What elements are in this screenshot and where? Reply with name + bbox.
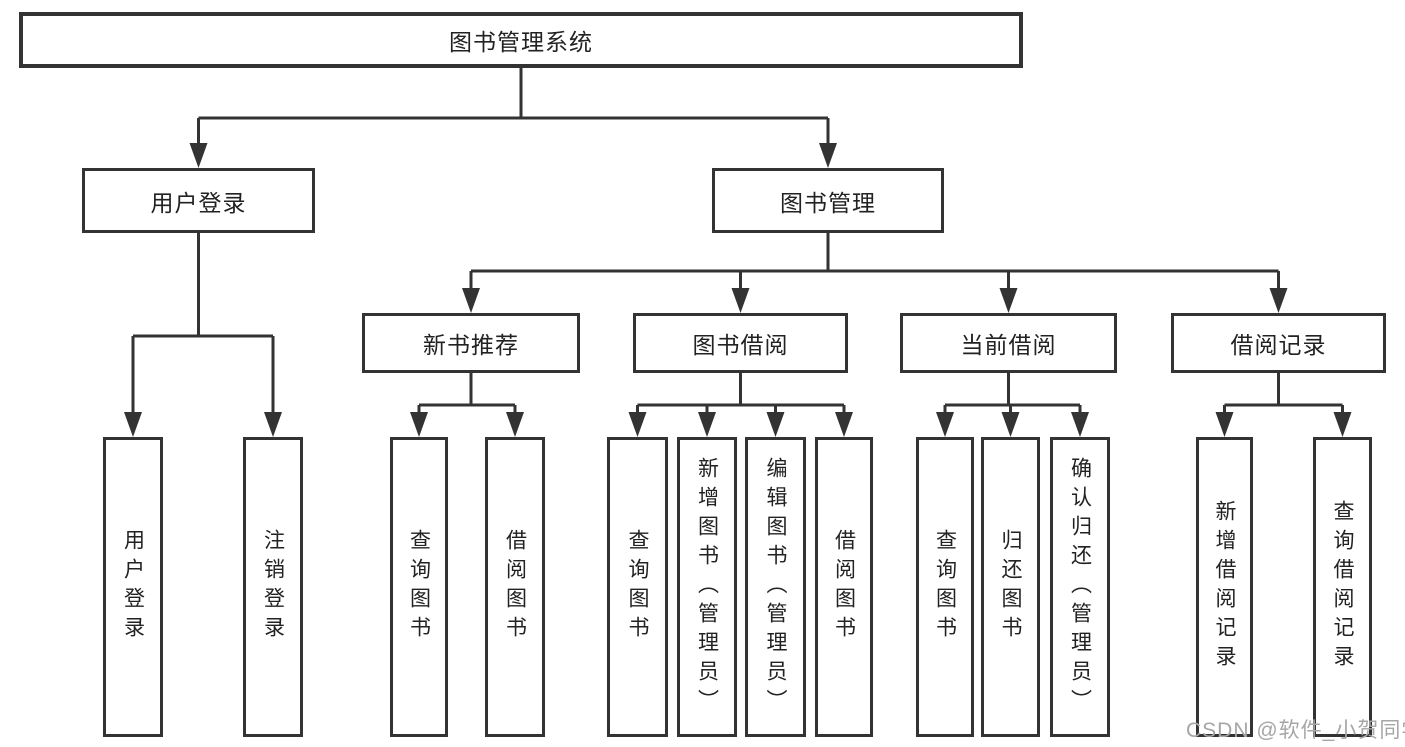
node-label: 用户登录 bbox=[150, 189, 247, 216]
node-current-borrowing: 当前借阅 bbox=[900, 313, 1117, 373]
leaf-borrow-books-recommend: 借阅图书 bbox=[485, 437, 545, 737]
node-user-login: 用户登录 bbox=[82, 168, 315, 233]
arrowhead bbox=[264, 412, 282, 437]
arrowhead bbox=[936, 412, 954, 437]
arrowhead bbox=[1333, 412, 1352, 437]
node-label: 查询图书 bbox=[407, 529, 431, 645]
arrowhead bbox=[628, 412, 647, 437]
leaf-user-login: 用户登录 bbox=[103, 437, 163, 737]
leaf-query-books-borrow: 查询图书 bbox=[607, 437, 668, 737]
leaf-edit-book-admin: 编辑图书（管理员） bbox=[745, 437, 806, 737]
arrowhead bbox=[462, 288, 480, 313]
node-label: 当前借阅 bbox=[960, 332, 1057, 358]
node-new-book-recommendation: 新书推荐 bbox=[362, 313, 580, 373]
arrowhead bbox=[731, 288, 750, 313]
arrowhead bbox=[835, 412, 853, 437]
node-label: 借阅记录 bbox=[1230, 332, 1327, 358]
node-label: 新增借阅记录 bbox=[1213, 500, 1236, 674]
node-label: 新增图书（管理员） bbox=[695, 456, 719, 718]
node-label: 编辑图书（管理员） bbox=[764, 456, 787, 718]
node-label: 图书借阅 bbox=[692, 332, 789, 358]
node-label: 确认归还（管理员） bbox=[1068, 456, 1092, 718]
node-label: 新书推荐 bbox=[423, 332, 519, 358]
arrowhead bbox=[410, 412, 428, 437]
node-system-root: 图书管理系统 bbox=[19, 12, 1023, 68]
arrowhead bbox=[819, 143, 837, 168]
csdn-watermark: CSDN @软件_小贺同学 bbox=[1186, 719, 1405, 742]
node-label: 查询图书 bbox=[933, 529, 957, 645]
arrowhead bbox=[1269, 288, 1288, 313]
leaf-add-book-admin: 新增图书（管理员） bbox=[677, 437, 737, 737]
node-book-management: 图书管理 bbox=[712, 168, 944, 233]
arrowhead bbox=[698, 412, 716, 437]
node-label: 用户登录 bbox=[121, 529, 145, 645]
arrowhead bbox=[506, 412, 524, 437]
arrowhead bbox=[124, 412, 142, 437]
node-label: 图书管理系统 bbox=[449, 29, 593, 55]
node-label: 图书管理 bbox=[780, 189, 876, 216]
leaf-query-books-recommend: 查询图书 bbox=[390, 437, 448, 737]
arrowhead bbox=[766, 412, 785, 437]
node-label: 借阅图书 bbox=[503, 529, 527, 645]
arrowhead bbox=[1071, 412, 1089, 437]
leaf-borrow-books: 借阅图书 bbox=[815, 437, 873, 737]
leaf-query-borrow-record: 查询借阅记录 bbox=[1313, 437, 1372, 737]
node-label: 借阅图书 bbox=[832, 529, 856, 645]
node-label: 归还图书 bbox=[999, 529, 1022, 645]
node-book-borrowing: 图书借阅 bbox=[633, 313, 848, 373]
arrowhead bbox=[189, 143, 208, 168]
arrowhead bbox=[999, 288, 1018, 313]
arrowhead bbox=[1215, 412, 1234, 437]
node-borrowing-records: 借阅记录 bbox=[1171, 313, 1386, 373]
node-label: 查询图书 bbox=[626, 529, 649, 645]
arrowhead bbox=[1001, 412, 1020, 437]
leaf-query-books-current: 查询图书 bbox=[916, 437, 974, 737]
node-label: 注销登录 bbox=[261, 529, 285, 645]
leaf-logout: 注销登录 bbox=[243, 437, 303, 737]
leaf-add-borrow-record: 新增借阅记录 bbox=[1196, 437, 1253, 737]
leaf-return-book: 归还图书 bbox=[981, 437, 1040, 737]
leaf-confirm-return-admin: 确认归还（管理员） bbox=[1050, 437, 1110, 737]
node-label: 查询借阅记录 bbox=[1331, 500, 1354, 674]
